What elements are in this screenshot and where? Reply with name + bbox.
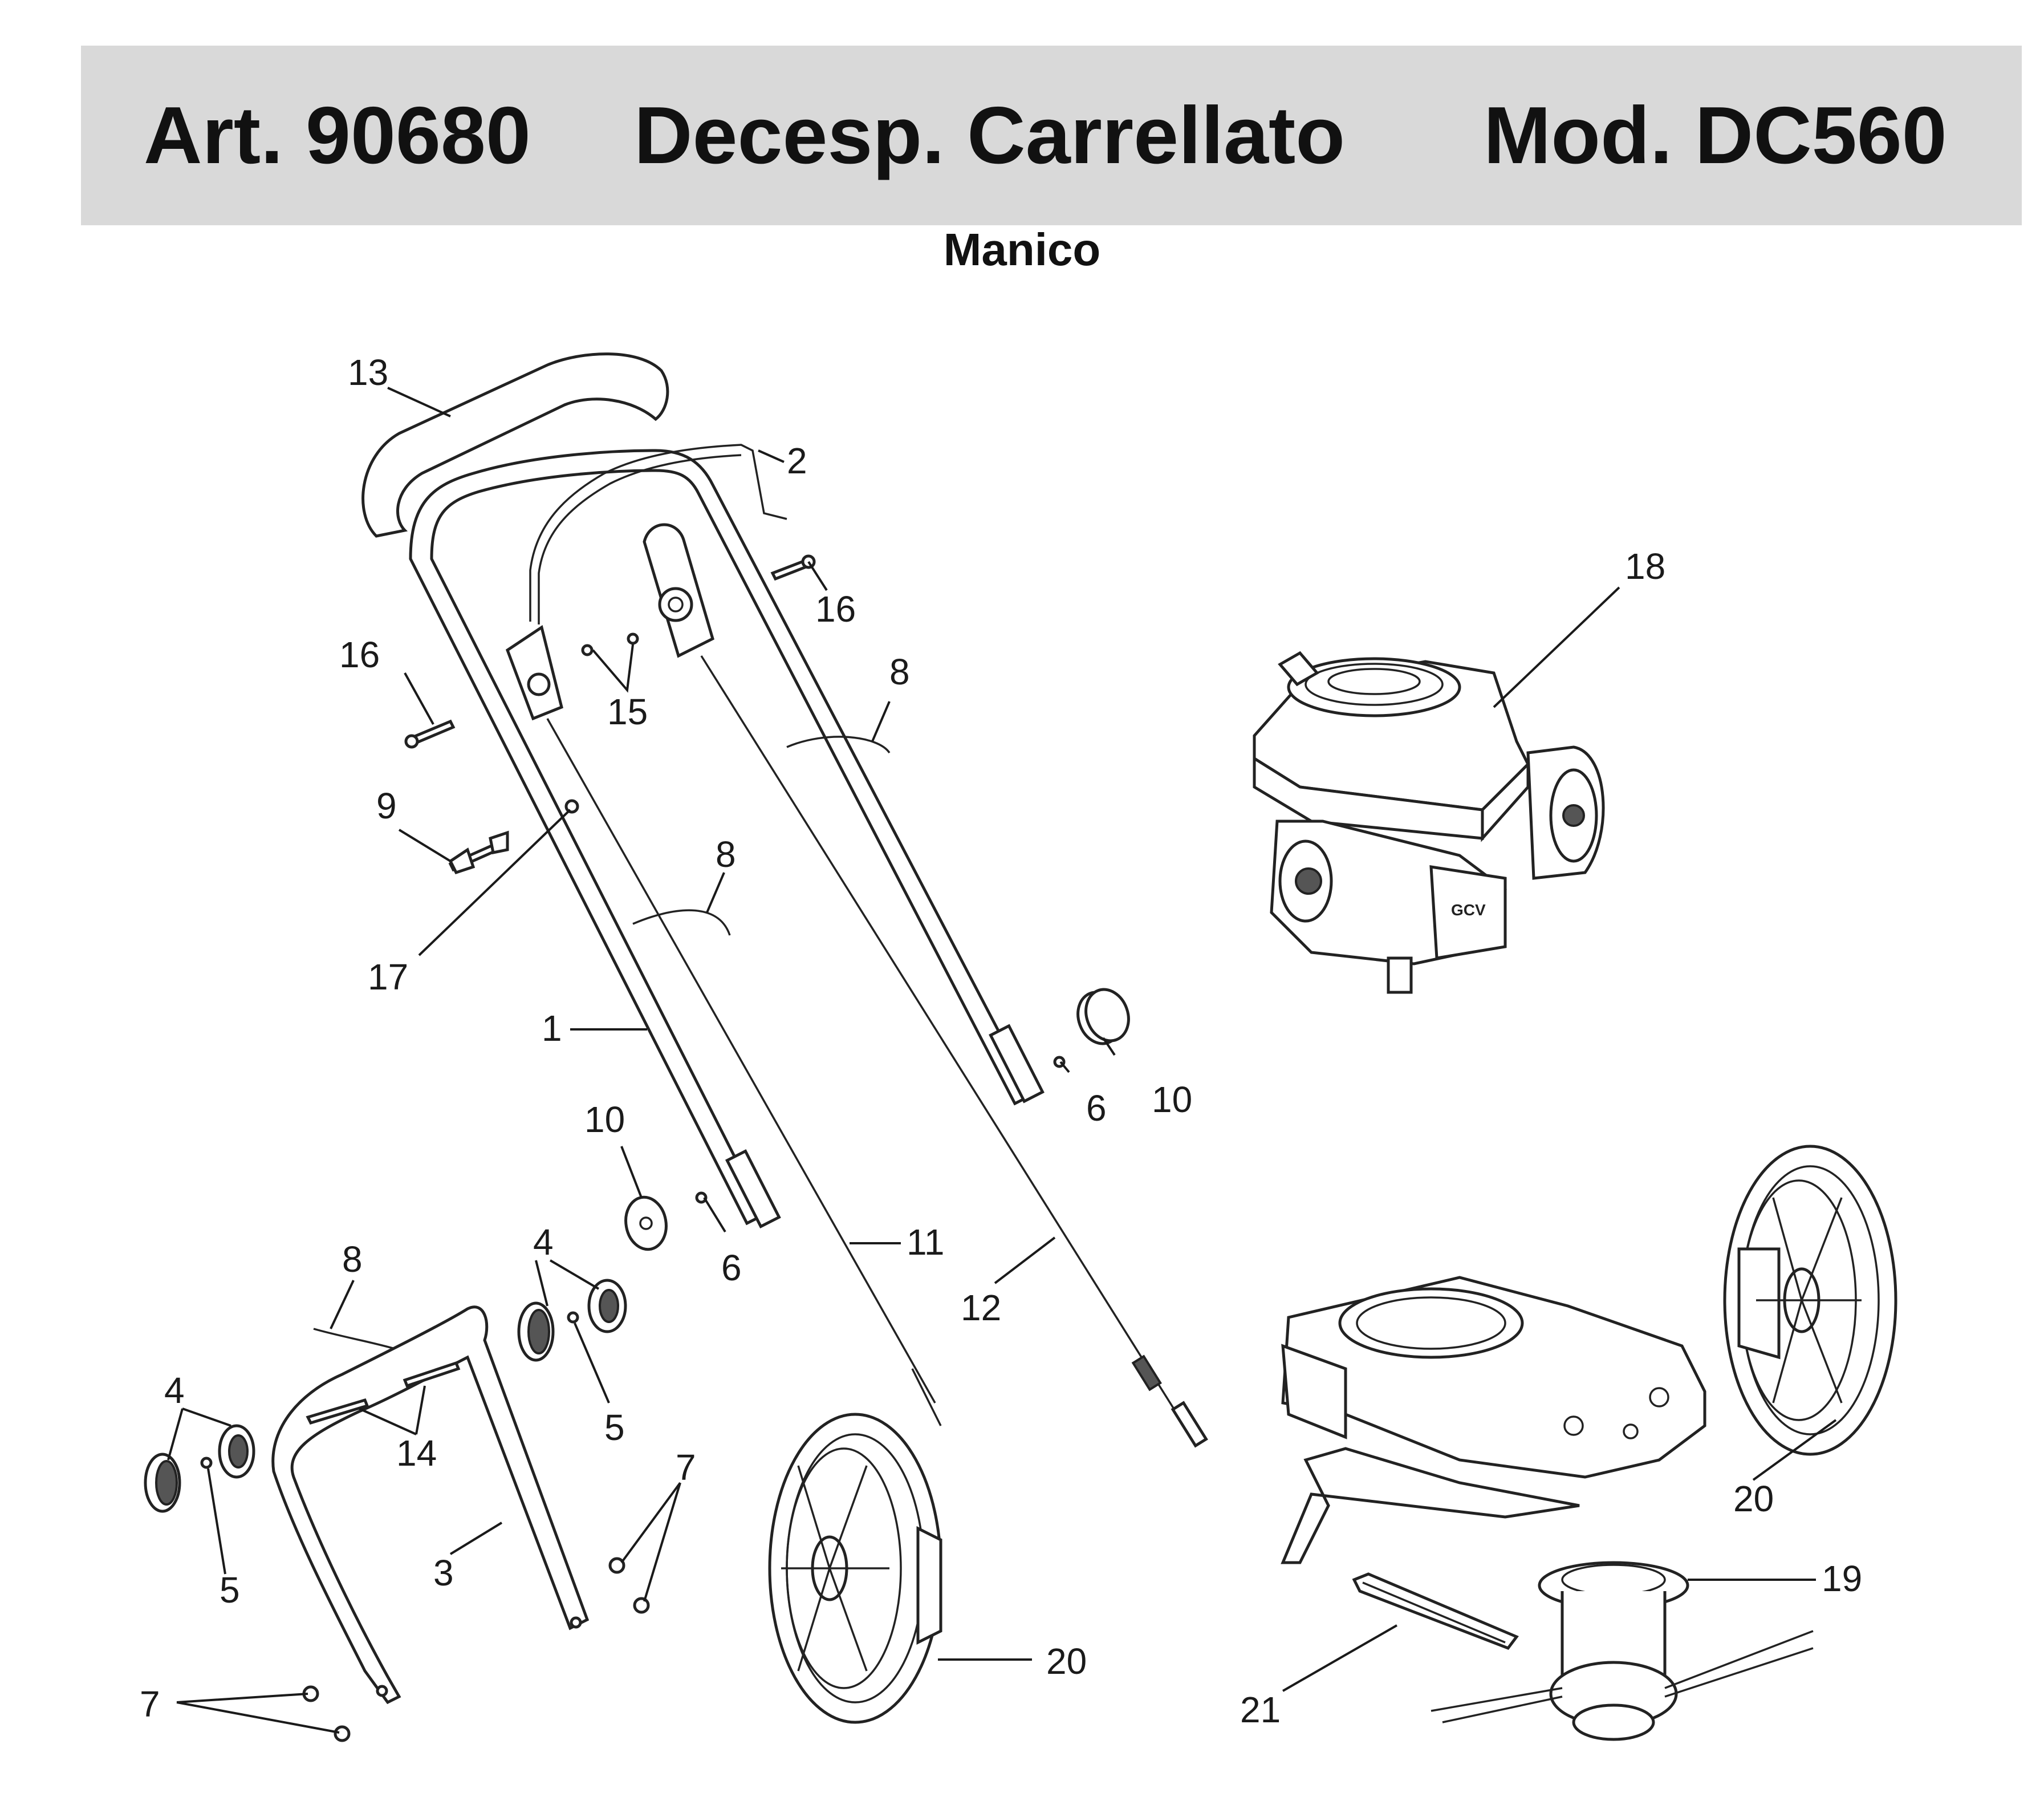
callout-11: 11 <box>907 1222 944 1263</box>
part-11-cable <box>546 718 942 1426</box>
callout-4-left: 4 <box>164 1370 185 1411</box>
callout-16-left: 16 <box>339 634 380 675</box>
callout-8-middle: 8 <box>716 834 736 875</box>
engine-logo-text: GCV <box>1451 901 1486 919</box>
part-21-belt <box>1352 1572 1519 1650</box>
part-4-caps-left <box>144 1424 255 1513</box>
part-4-caps-center <box>517 1279 627 1362</box>
callout-10-left: 10 <box>584 1099 625 1140</box>
callout-8-top: 8 <box>889 651 910 692</box>
article-number: Art. 90680 <box>144 90 531 181</box>
callout-14: 14 <box>396 1433 437 1474</box>
part-5-washer-center <box>567 1311 579 1324</box>
part-19-trimmer-head <box>1431 1561 1814 1741</box>
callout-18: 18 <box>1625 546 1665 587</box>
callout-8-bottom: 8 <box>342 1239 363 1280</box>
callout-7-left: 7 <box>140 1684 160 1725</box>
leader-lines <box>167 387 1837 1734</box>
part-20-wheel-right <box>1723 1145 1897 1456</box>
callout-1: 1 <box>542 1008 562 1049</box>
part-1-handle-frame <box>409 449 1045 1228</box>
part-10-knob-right <box>1076 988 1130 1045</box>
part-12-cable <box>700 655 1208 1448</box>
title-bar: Art. 90680 Decesp. Carrellato Mod. DC560 <box>81 46 2022 225</box>
callout-20-right: 20 <box>1733 1478 1774 1519</box>
callout-19: 19 <box>1822 1558 1862 1599</box>
callout-3: 3 <box>433 1552 454 1593</box>
callouts: 13 2 16 18 16 8 15 9 8 17 1 6 10 10 6 11… <box>140 352 1862 1730</box>
callout-6-right: 6 <box>1086 1088 1107 1129</box>
part-5-washer-left <box>200 1457 213 1469</box>
callout-17: 17 <box>368 956 408 997</box>
part-9-bolt <box>448 830 509 875</box>
part-13-grip <box>361 352 669 538</box>
product-description: Decesp. Carrellato <box>634 90 1346 181</box>
callout-6-left: 6 <box>721 1247 742 1288</box>
callout-13: 13 <box>348 352 388 393</box>
callout-21: 21 <box>1240 1689 1281 1730</box>
section-title: Manico <box>943 224 1101 275</box>
callout-7-right: 7 <box>676 1447 696 1488</box>
callout-16-right: 16 <box>815 589 856 630</box>
callout-9: 9 <box>376 785 397 826</box>
part-14-bolts <box>306 1361 461 1425</box>
part-2-bracket <box>529 444 787 624</box>
deck-chassis <box>1281 1276 1706 1564</box>
part-20-wheel-left <box>768 1413 942 1724</box>
part-15-levers <box>505 523 714 721</box>
callout-12: 12 <box>961 1287 1001 1328</box>
part-16-pins <box>404 554 816 749</box>
callout-5-center: 5 <box>604 1407 625 1448</box>
model-number: Mod. DC560 <box>1484 90 1947 181</box>
part-6-washer-left <box>695 1191 708 1204</box>
callout-15: 15 <box>607 691 648 732</box>
part-18-engine: GCV <box>1253 651 1605 994</box>
part-10-washer-left <box>624 1195 668 1251</box>
part-17-nut <box>564 799 579 814</box>
callout-4-center: 4 <box>533 1222 554 1263</box>
part-3-lower-handle <box>271 1305 590 1705</box>
callout-20-left: 20 <box>1046 1641 1087 1682</box>
callout-5-left: 5 <box>220 1569 240 1611</box>
callout-10-right: 10 <box>1152 1079 1192 1120</box>
callout-2: 2 <box>787 440 807 481</box>
